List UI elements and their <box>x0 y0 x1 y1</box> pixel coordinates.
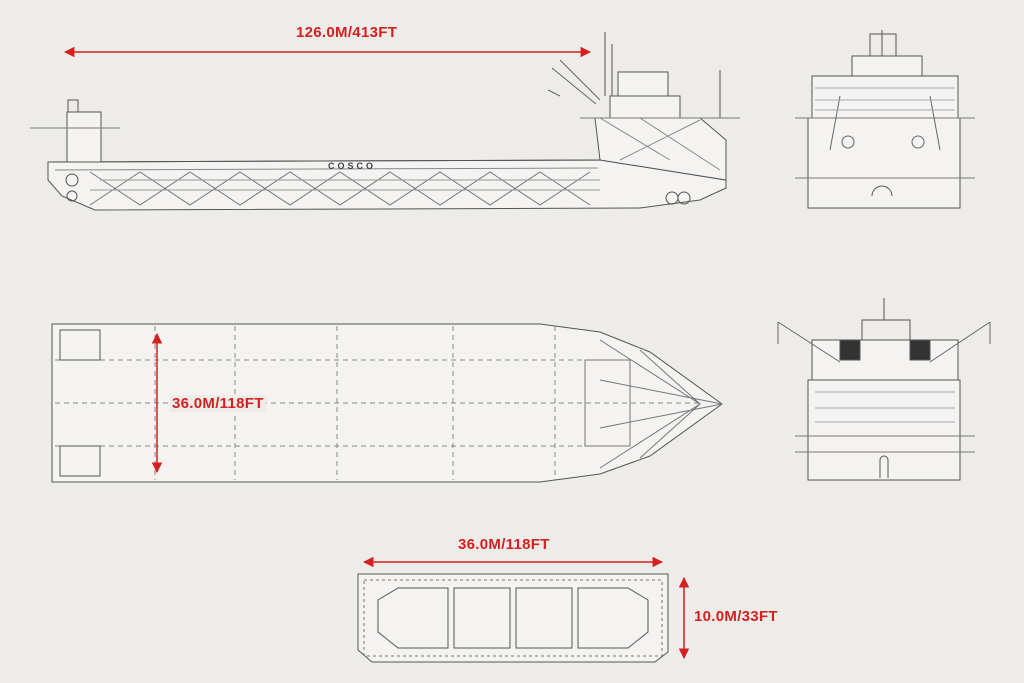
midship-section-view <box>357 573 669 663</box>
beam-dimension-label-section: 36.0M/118FT <box>456 536 552 553</box>
front-elevation-view <box>795 30 975 209</box>
depth-dimension-label: 10.0M/33FT <box>694 608 778 625</box>
aft-elevation-view <box>777 298 991 481</box>
side-elevation-view <box>30 32 740 211</box>
beam-dimension-label-plan: 36.0M/118FT <box>170 395 266 412</box>
length-dimension-label: 126.0M/413FT <box>294 24 400 41</box>
hull-marking-text: COSCO <box>328 161 377 171</box>
plan-view <box>51 323 723 483</box>
